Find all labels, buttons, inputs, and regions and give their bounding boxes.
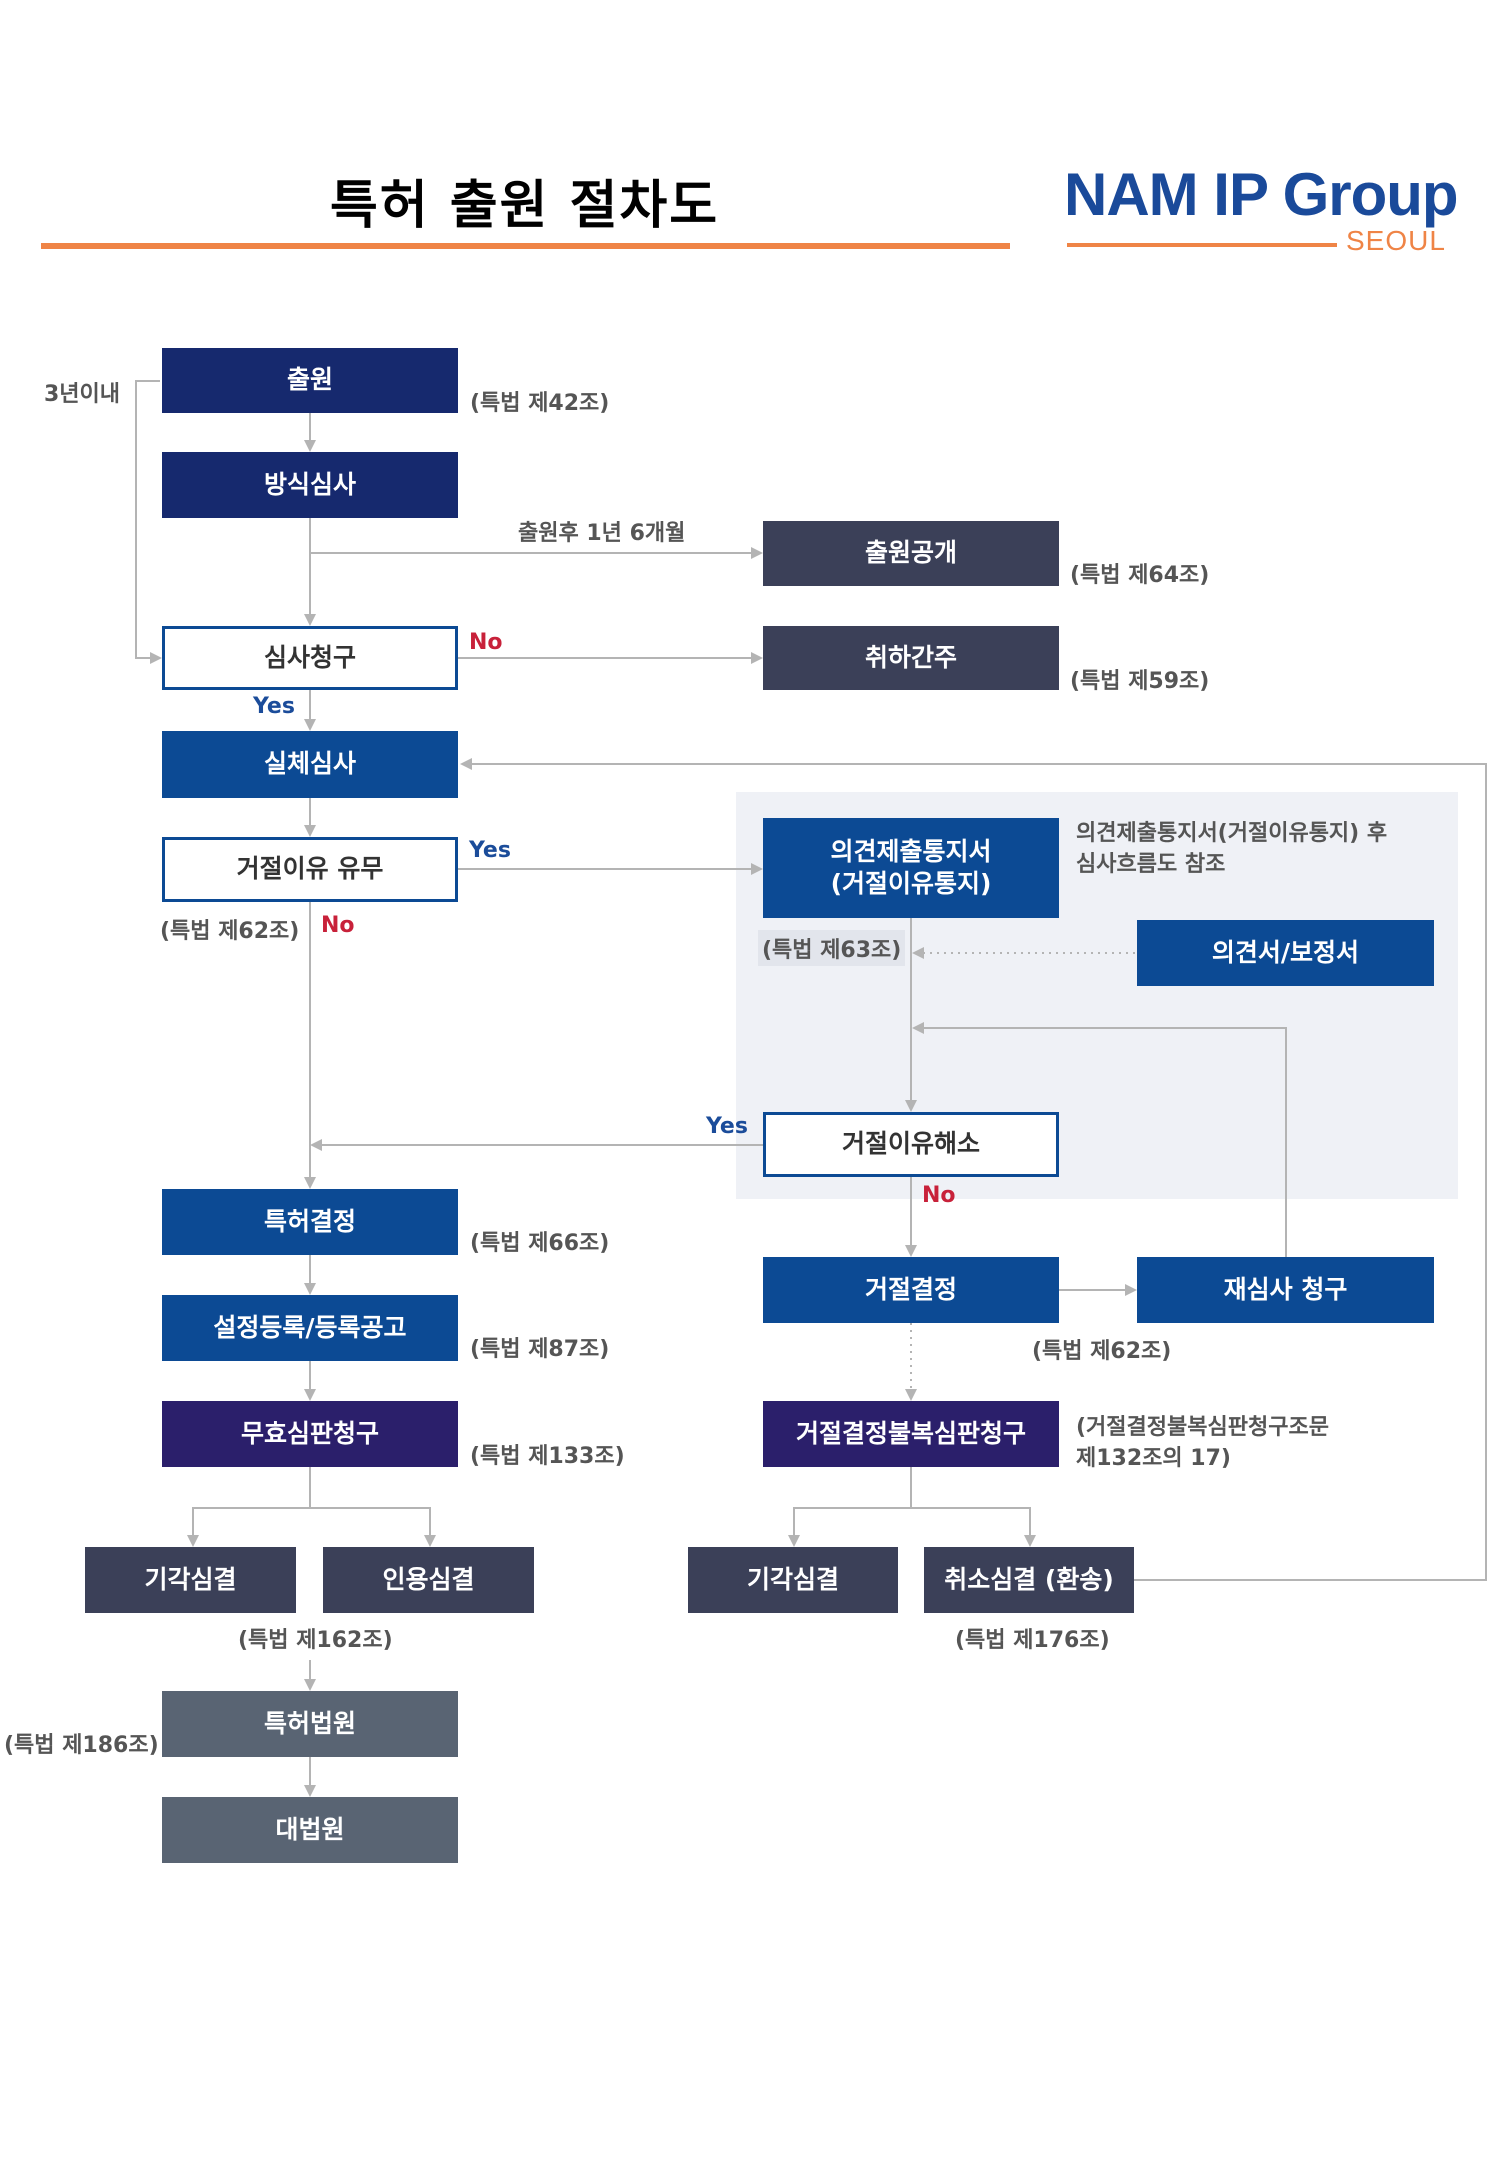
arrow-appeal-dismiss bbox=[788, 1467, 912, 1547]
note-within-3y: 3년이내 bbox=[44, 382, 121, 407]
node-reexam: 재심사 청구 bbox=[1137, 1257, 1434, 1323]
node-rejection: 거절결정 bbox=[763, 1257, 1059, 1323]
page-title: 특허 출원 절차도 bbox=[330, 176, 720, 236]
note-art59: (특법 제59조) bbox=[1070, 669, 1210, 694]
logo-divider bbox=[1067, 243, 1337, 247]
node-rejection-grounds: 거절이유 유무 bbox=[162, 837, 458, 902]
arrow-invalidation-accepted bbox=[310, 1507, 436, 1547]
node-dismissal-left: 기각심결 bbox=[85, 1547, 296, 1613]
title-divider bbox=[41, 243, 1010, 249]
arrow-invalidation-split bbox=[187, 1467, 311, 1547]
logo-subtitle: SEOUL bbox=[1346, 225, 1446, 256]
note-pub-time: 출원후 1년 6개월 bbox=[518, 521, 686, 546]
node-filing: 출원 bbox=[162, 348, 458, 413]
node-appeal: 거절결정불복심판청구 bbox=[763, 1401, 1059, 1467]
note-art186: (특법 제186조) bbox=[4, 1733, 159, 1758]
node-revocation: 취소심결 (환송) bbox=[924, 1547, 1134, 1613]
label-no-grounds: No bbox=[321, 913, 355, 938]
node-registration: 설정등록/등록공고 bbox=[162, 1295, 458, 1361]
note-art162: (특법 제162조) bbox=[238, 1628, 393, 1653]
note-appeal-ref-2: 제132조의 17) bbox=[1076, 1446, 1231, 1471]
note-ref-2: 심사흐름도 참조 bbox=[1076, 852, 1226, 877]
node-dismissal-right: 기각심결 bbox=[688, 1547, 898, 1613]
label-yes-grounds: Yes bbox=[469, 838, 511, 863]
arrow-3year bbox=[135, 380, 162, 664]
node-formality: 방식심사 bbox=[162, 452, 458, 518]
arrow-revoke-return bbox=[460, 758, 1487, 1581]
note-art64: (특법 제64조) bbox=[1070, 563, 1210, 588]
node-resolved: 거절이유해소 bbox=[763, 1112, 1059, 1177]
node-exam-request: 심사청구 bbox=[162, 626, 458, 690]
arrow-reexam-return bbox=[912, 1022, 1287, 1257]
label-no-resolved: No bbox=[922, 1183, 956, 1208]
label-yes-resolved: Yes bbox=[706, 1114, 748, 1139]
node-grant: 특허결정 bbox=[162, 1189, 458, 1255]
node-accepted: 인용심결 bbox=[323, 1547, 534, 1613]
note-art133: (특법 제133조) bbox=[470, 1444, 625, 1469]
note-art62-right: (특법 제62조) bbox=[1032, 1339, 1172, 1364]
logo: NAM IP Group bbox=[1064, 161, 1459, 228]
node-patent-court: 특허법원 bbox=[162, 1691, 458, 1757]
note-art87: (특법 제87조) bbox=[470, 1337, 610, 1362]
node-deemed-withdrawn: 취하간주 bbox=[763, 626, 1059, 690]
node-office-action: 의견제출통지서 (거절이유통지) bbox=[763, 818, 1059, 918]
note-appeal-ref-1: (거절결정불복심판청구조문 bbox=[1076, 1415, 1329, 1440]
label-no-exam: No bbox=[469, 630, 503, 655]
note-ref-1: 의견제출통지서(거절이유통지) 후 bbox=[1076, 821, 1388, 846]
node-response: 의견서/보정서 bbox=[1137, 920, 1434, 986]
arrow-appeal-revoke bbox=[911, 1507, 1036, 1547]
node-publication: 출원공개 bbox=[763, 521, 1059, 586]
node-invalidation: 무효심판청구 bbox=[162, 1401, 458, 1467]
note-art62-left: (특법 제62조) bbox=[160, 919, 300, 944]
note-art63: (특법 제63조) bbox=[758, 930, 906, 966]
note-art42: (특법 제42조) bbox=[470, 391, 610, 416]
note-art176: (특법 제176조) bbox=[955, 1628, 1110, 1653]
note-art66: (특법 제66조) bbox=[470, 1231, 610, 1256]
node-supreme-court: 대법원 bbox=[162, 1797, 458, 1863]
office-action-line-1: 의견제출통지서 bbox=[830, 836, 992, 866]
label-yes-exam: Yes bbox=[253, 694, 295, 719]
node-substantive: 실체심사 bbox=[162, 731, 458, 798]
office-action-line-2: (거절이유통지) bbox=[830, 869, 992, 898]
